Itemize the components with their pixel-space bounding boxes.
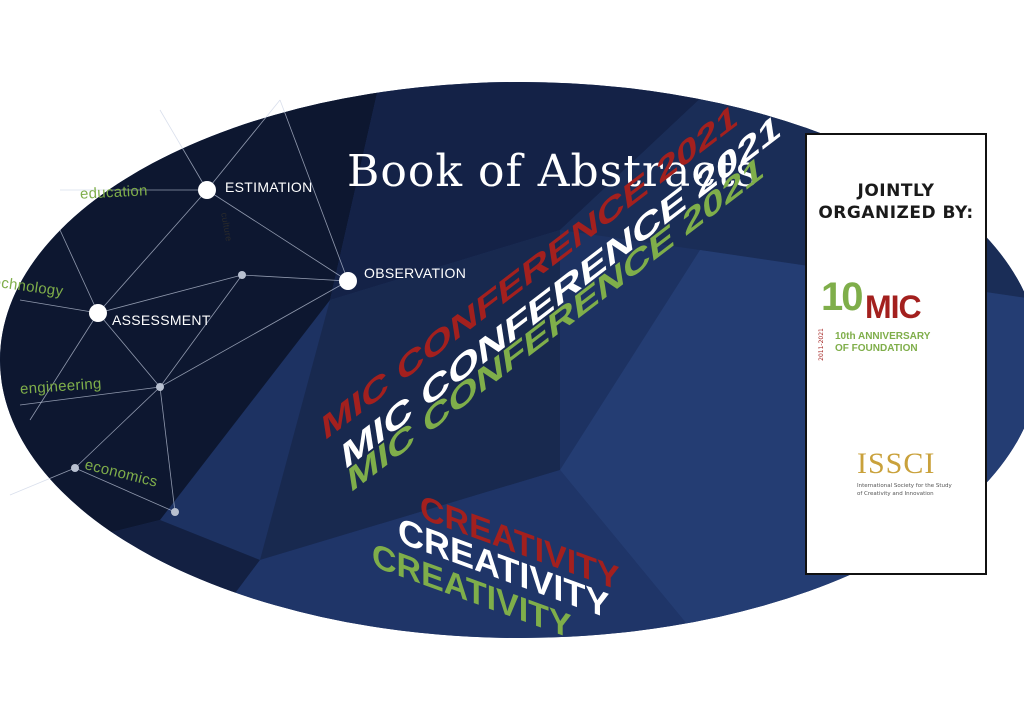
mic-logo-number: 10 — [821, 275, 863, 319]
mic-logo-word: MIC — [865, 289, 922, 325]
mic-logo-years: 2011-2021 — [817, 328, 825, 361]
issci-logo: ISSCI International Society for the Stud… — [823, 435, 983, 525]
node-assessment — [89, 304, 107, 322]
issci-logo-caption-line2: of Creativity and Innovation — [857, 491, 934, 497]
organizers-heading-line2: ORGANIZED BY: — [818, 203, 974, 223]
field-label-education: education — [79, 182, 149, 203]
issci-logo-word: ISSCI — [857, 447, 936, 480]
node-label-assessment: ASSESSMENT — [112, 312, 211, 328]
node-label-estimation: ESTIMATION — [225, 179, 313, 195]
organizers-panel: JOINTLY ORGANIZED BY: 10 MIC 2011-2021 1… — [805, 133, 987, 575]
node-small — [71, 464, 79, 472]
network-lines — [9, 99, 349, 513]
mic-logo-anniversary-line2: OF FOUNDATION — [835, 343, 918, 354]
node-label-observation: OBSERVATION — [364, 265, 467, 281]
mic-logo: 10 MIC 2011-2021 10th ANNIVERSARY OF FOU… — [817, 275, 981, 375]
issci-logo-caption-line1: International Society for the Study — [857, 483, 952, 489]
page-title: Book of Abstracts — [347, 146, 760, 197]
mic-logo-anniversary-line1: 10th ANNIVERSARY — [835, 331, 931, 342]
node-estimation — [198, 181, 216, 199]
node-small — [238, 271, 246, 279]
node-small — [156, 383, 164, 391]
node-observation — [339, 272, 357, 290]
organizers-heading-line1: JOINTLY — [857, 181, 935, 201]
node-small — [171, 508, 179, 516]
